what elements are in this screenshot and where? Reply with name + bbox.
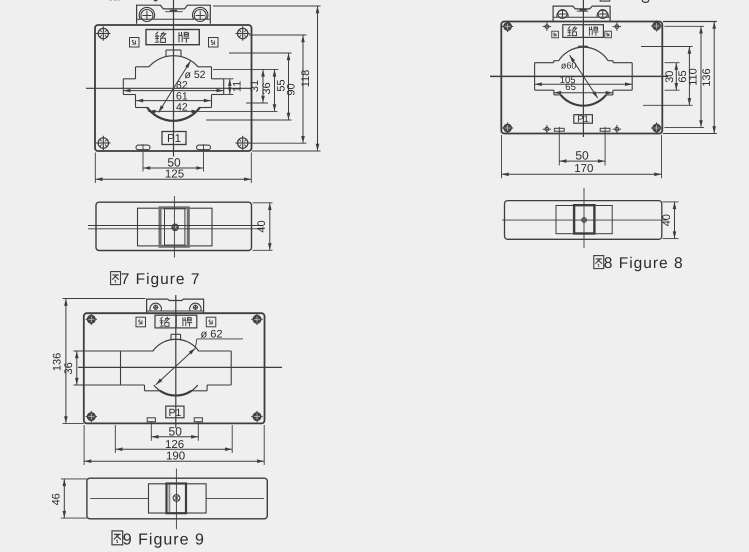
svg-text:36: 36 bbox=[63, 362, 75, 374]
svg-text:136: 136 bbox=[701, 68, 713, 86]
svg-text:9 Figure 9: 9 Figure 9 bbox=[123, 532, 205, 549]
svg-text:46: 46 bbox=[50, 493, 62, 505]
svg-text:42: 42 bbox=[176, 102, 188, 114]
svg-text:105: 105 bbox=[560, 75, 576, 86]
svg-text:82: 82 bbox=[176, 80, 188, 92]
svg-text:8 Figure 8: 8 Figure 8 bbox=[604, 255, 684, 272]
svg-text:65: 65 bbox=[565, 82, 576, 93]
svg-text:40: 40 bbox=[661, 214, 673, 226]
svg-text:50: 50 bbox=[169, 424, 183, 438]
svg-text:136: 136 bbox=[52, 353, 64, 371]
svg-text:ø 62: ø 62 bbox=[201, 328, 223, 340]
svg-text:55: 55 bbox=[276, 79, 288, 91]
svg-text:90: 90 bbox=[286, 83, 298, 95]
svg-text:50: 50 bbox=[167, 156, 181, 170]
svg-text:110: 110 bbox=[688, 68, 700, 86]
svg-text:ø 52: ø 52 bbox=[185, 69, 206, 81]
svg-text:65: 65 bbox=[677, 70, 689, 82]
svg-text:36: 36 bbox=[261, 82, 273, 94]
svg-text:30: 30 bbox=[664, 71, 676, 83]
svg-text:40: 40 bbox=[256, 220, 268, 232]
svg-text:118: 118 bbox=[300, 70, 312, 88]
svg-text:P1: P1 bbox=[577, 114, 589, 125]
svg-text:11: 11 bbox=[232, 81, 244, 92]
svg-text:50: 50 bbox=[575, 148, 589, 162]
svg-text:126: 126 bbox=[165, 439, 184, 451]
svg-text:P1: P1 bbox=[168, 407, 181, 419]
svg-text:170: 170 bbox=[574, 163, 593, 175]
svg-text:61: 61 bbox=[176, 90, 188, 102]
svg-text:7 Figure 7: 7 Figure 7 bbox=[121, 271, 201, 288]
svg-text:125: 125 bbox=[165, 169, 184, 181]
svg-text:190: 190 bbox=[166, 451, 185, 463]
svg-text:31: 31 bbox=[249, 80, 261, 92]
svg-text:P1: P1 bbox=[167, 133, 181, 145]
svg-text:ø60: ø60 bbox=[561, 61, 577, 71]
